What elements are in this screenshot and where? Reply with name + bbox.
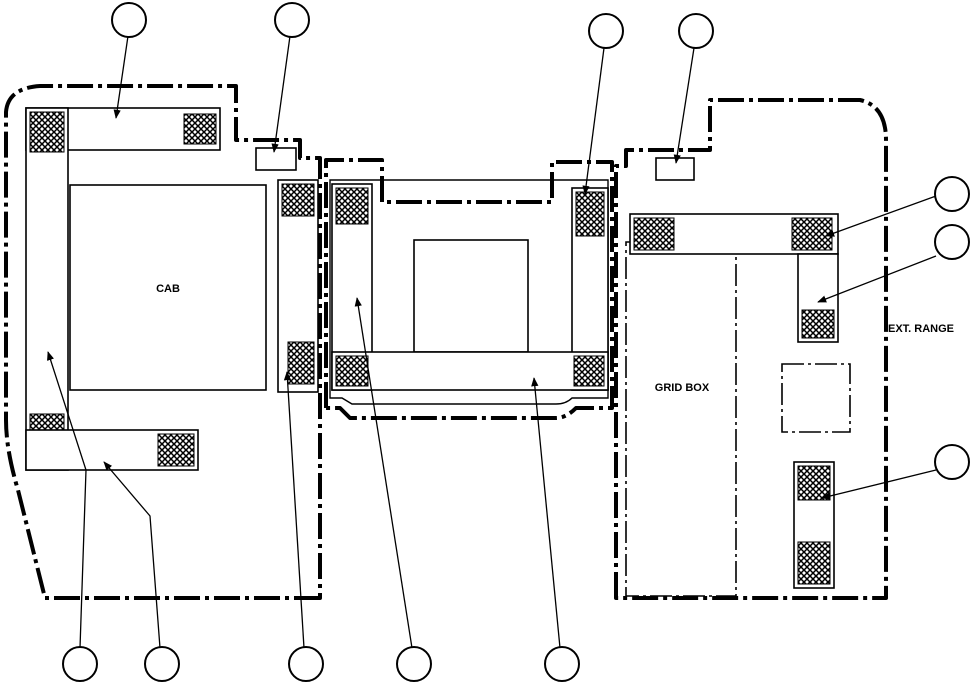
leader-right-3	[821, 469, 937, 500]
leader-bottom-4	[354, 297, 413, 649]
callout-circle-right-2	[934, 224, 970, 260]
right-outline	[614, 98, 888, 600]
cab-label: CAB	[156, 283, 180, 295]
middle-center-box	[413, 239, 529, 353]
left-top-hatch-b	[183, 113, 217, 145]
middle-bottom-strip	[331, 351, 609, 391]
left-right-hatch-bottom	[287, 341, 315, 385]
middle-bottom-hatch-right	[573, 355, 605, 387]
callout-circle-bottom-4	[396, 646, 432, 682]
leader-right-2	[817, 255, 937, 303]
right-top-hatch-a	[633, 217, 675, 251]
leader-lines	[47, 35, 937, 649]
left-outline	[4, 84, 322, 600]
callout-circle-right-3	[934, 444, 970, 480]
middle-left-hatch	[335, 187, 369, 225]
right-lower-hatch-bottom	[797, 541, 831, 585]
leader-top-2	[271, 35, 291, 153]
left-bottom-hatch	[157, 433, 195, 467]
leader-bottom-1	[47, 351, 87, 649]
leader-bottom-5	[531, 377, 561, 649]
callout-circle-bottom-2	[144, 646, 180, 682]
ext-range-label: EXT. RANGE	[888, 323, 954, 335]
grid-box	[625, 241, 737, 597]
right-dashed-square	[781, 363, 851, 433]
leader-top-3	[582, 47, 605, 195]
middle-right-hatch	[575, 191, 605, 237]
callout-circle-bottom-3	[288, 646, 324, 682]
grid-box-label: GRID BOX	[655, 382, 710, 394]
callout-circles	[62, 2, 970, 682]
callout-circle-top-4	[678, 13, 714, 49]
leader-top-1	[113, 35, 129, 119]
callout-circle-top-1	[111, 2, 147, 38]
callout-circle-top-3	[588, 13, 624, 49]
right-vertical-hatch	[801, 309, 835, 339]
left-right-hatch-top	[281, 183, 315, 217]
callout-circle-top-2	[274, 2, 310, 38]
right-section: GRID BOX EXT. RANGE	[614, 98, 954, 600]
right-top-hatch-b	[791, 217, 833, 251]
leader-right-1	[825, 195, 937, 237]
middle-section	[324, 158, 614, 420]
middle-bottom-hatch-left	[335, 355, 369, 387]
leader-top-4	[673, 47, 695, 164]
left-vertical-strip	[25, 107, 69, 471]
leader-bottom-3	[283, 371, 305, 649]
left-small-box	[255, 147, 297, 171]
right-small-box	[655, 157, 695, 181]
cab-box	[69, 184, 267, 391]
left-vertical-hatch-top	[29, 111, 65, 153]
middle-outline-outer	[324, 158, 614, 420]
callout-circle-bottom-5	[544, 646, 580, 682]
callout-circle-right-1	[934, 176, 970, 212]
callout-circle-bottom-1	[62, 646, 98, 682]
leader-bottom-2	[103, 461, 161, 649]
right-lower-hatch-top	[797, 465, 831, 501]
left-section: CAB	[4, 84, 322, 600]
